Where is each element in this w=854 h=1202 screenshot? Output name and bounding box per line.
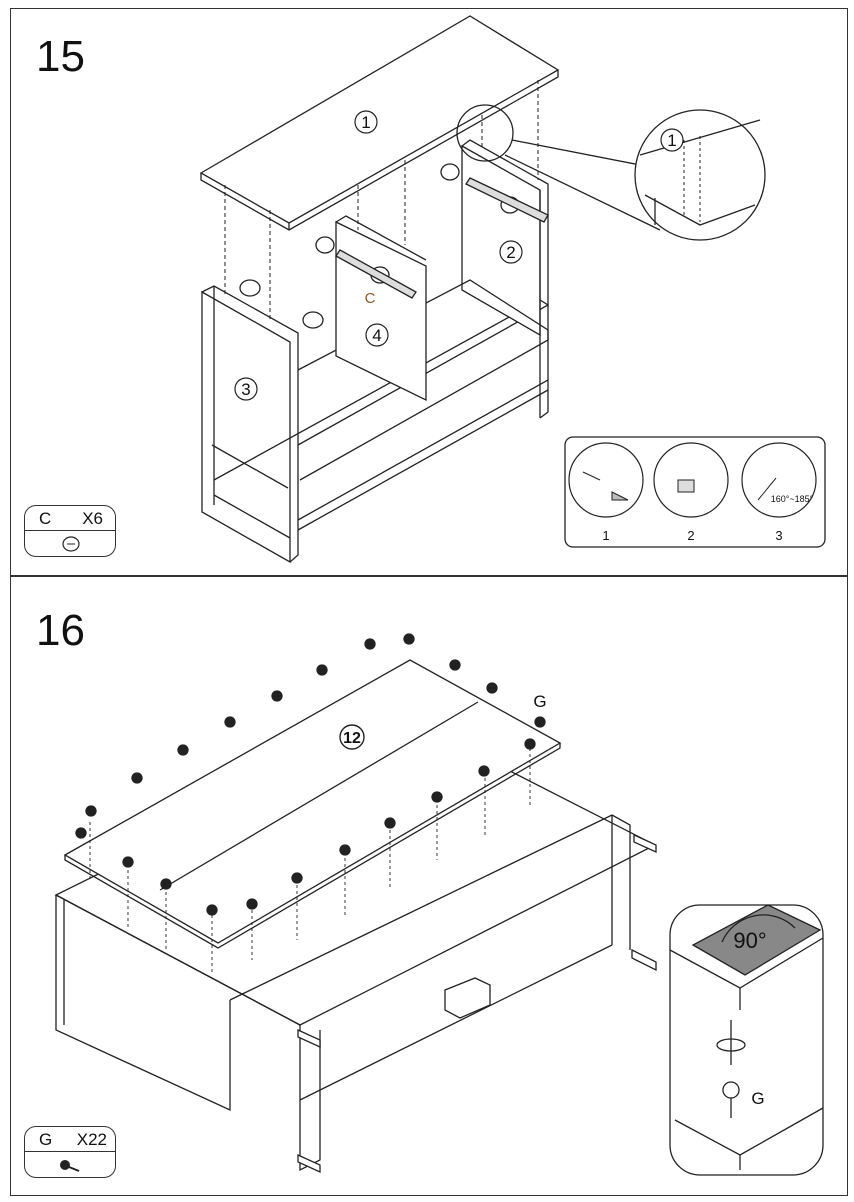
hardware-count-label: X22 xyxy=(76,1130,107,1149)
screw-icon xyxy=(60,1160,80,1172)
part-label-zoom: 1 xyxy=(667,131,676,150)
part-label-right-side: 2 xyxy=(506,243,515,262)
hardware-count-label: X6 xyxy=(82,509,103,528)
hardware-part-label: C xyxy=(39,509,52,528)
step-16-number: 16 xyxy=(36,606,85,655)
hardware-count-box-g: G X22 xyxy=(24,1126,116,1178)
substep-3-label: 3 xyxy=(775,528,782,543)
substep-2-label: 2 xyxy=(687,528,694,543)
screw-label-g: G xyxy=(533,692,546,711)
detail-screw-label: G xyxy=(751,1089,764,1108)
part-label-divider: 4 xyxy=(372,326,381,345)
part-label-top: 1 xyxy=(361,113,370,132)
detail-angle-label: 90° xyxy=(733,928,766,953)
hardware-label-c: C xyxy=(365,290,376,307)
detail-box xyxy=(669,904,824,1176)
step-15-illustration: 1 2 3 4 1 C 1 2 3 160°~185° xyxy=(199,15,826,564)
cam-fitting-icon xyxy=(62,536,80,552)
hardware-count-box-c: C X6 xyxy=(24,505,116,557)
part-label-left-side: 3 xyxy=(241,380,250,399)
angle-label: 160°~185° xyxy=(771,494,814,504)
part-label-bottom: 12 xyxy=(343,730,361,747)
step-15-number: 15 xyxy=(36,32,85,81)
hardware-part-label: G xyxy=(39,1130,53,1149)
substep-1-label: 1 xyxy=(602,528,609,543)
